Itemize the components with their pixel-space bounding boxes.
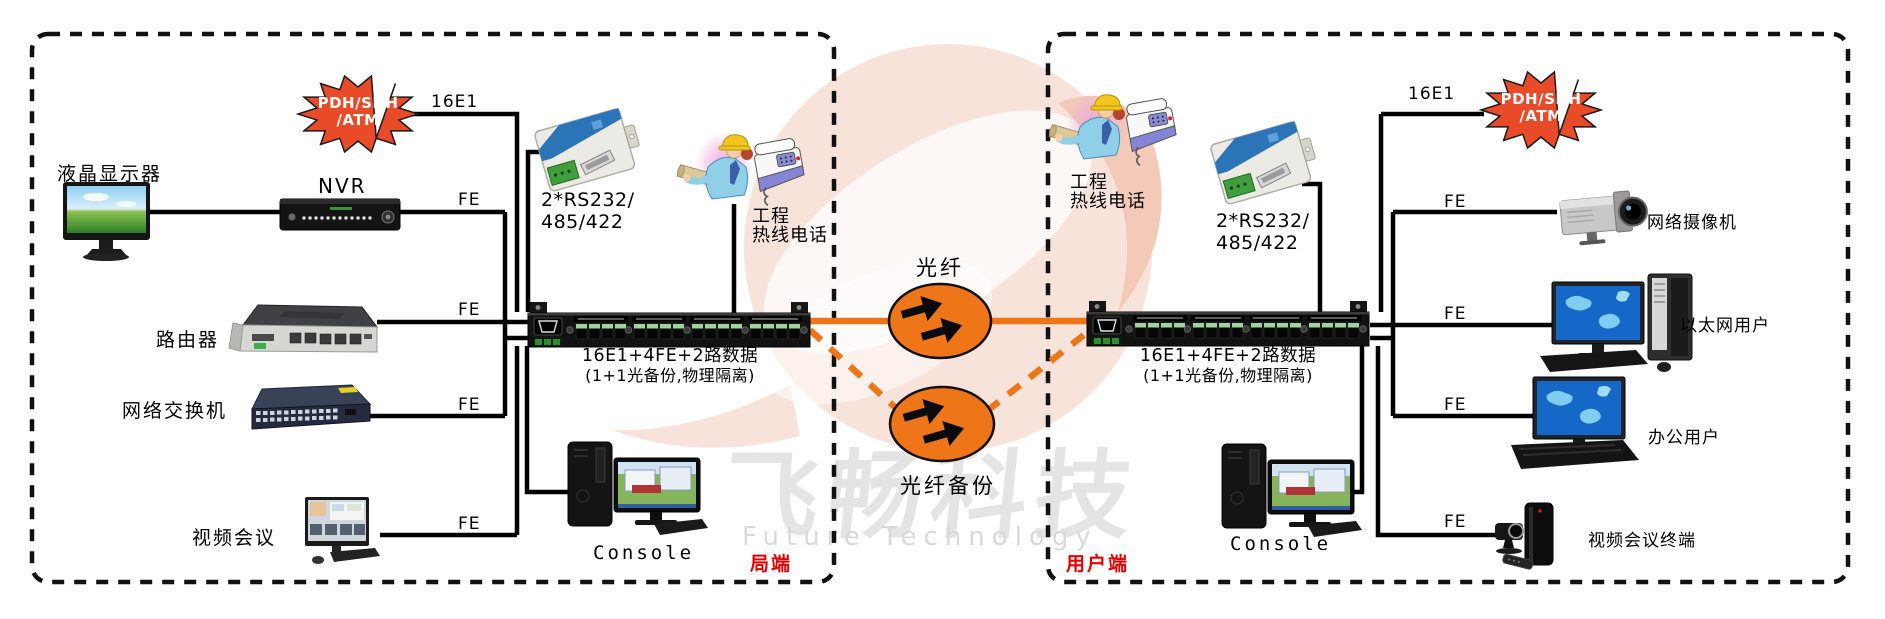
fe-label-right-4: FE: [1444, 512, 1467, 532]
region-label-right: 用户端: [1066, 553, 1130, 575]
nvr-label: NVR: [318, 174, 367, 198]
mux-device-left: [528, 302, 810, 347]
region-label-left: 局端: [750, 553, 793, 575]
lcd-monitor-device: [63, 182, 150, 261]
watermark-en-text: Future Technology: [742, 522, 1098, 552]
pdh-badge-right: PDH/SDH /ATM: [1476, 91, 1606, 125]
right-wires: [1302, 111, 1557, 538]
switch-label: 网络交换机: [122, 400, 228, 422]
serial-label-right: 2*RS232/ 485/422: [1216, 210, 1310, 254]
ethernet-user-label: 以太网用户: [1680, 316, 1770, 336]
hotline-label-left-line2: 热线电话: [752, 225, 828, 246]
nvr-device: [279, 198, 401, 231]
left-region-box: [29, 31, 837, 585]
fiber-backup-line-left: [807, 327, 900, 412]
ethernet-user-pc: [1540, 273, 1693, 372]
pdh-badge-right-line2: /ATM: [1519, 107, 1563, 125]
fiber-links: [807, 282, 1092, 463]
mux-label-left: 16E1+4FE+2路数据 (1+1光备份,物理隔离): [550, 346, 790, 386]
mux-label-right: 16E1+4FE+2路数据 (1+1光备份,物理隔离): [1108, 346, 1348, 386]
hotline-label-left-line1: 工程: [752, 206, 790, 227]
fe-label-left-1: FE: [458, 190, 481, 210]
console-label-right: Console: [1230, 533, 1332, 555]
fiber-primary-label: 光纤: [916, 256, 964, 280]
fe-label-left-3: FE: [458, 395, 481, 415]
trunk-label-left: 16E1: [431, 92, 479, 112]
camera-label: 网络摄像机: [1647, 213, 1737, 233]
vc-terminal-device: [1495, 502, 1554, 570]
office-user-pc: [1511, 376, 1639, 469]
hotline-label-left: 工程 热线电话: [752, 207, 828, 245]
serial-label-left-line2: 485/422: [541, 211, 624, 233]
serial-label-right-line2: 485/422: [1216, 232, 1299, 254]
switch-device: [251, 384, 372, 430]
vc-terminal-label: 视频会议终端: [1588, 531, 1696, 551]
router-label: 路由器: [156, 329, 220, 351]
serial-label-right-line1: 2*RS232/: [1216, 210, 1310, 232]
serial-converter-right: [1209, 117, 1322, 206]
mux-label-right-line2: (1+1光备份,物理隔离): [1143, 366, 1313, 385]
mux-label-left-line1: 16E1+4FE+2路数据: [581, 346, 759, 366]
pdh-badge-right-line1: PDH/SDH: [1500, 90, 1582, 108]
serial-label-left-line1: 2*RS232/: [541, 189, 635, 211]
hotline-label-right-line1: 工程: [1070, 172, 1108, 193]
router-device: [228, 304, 379, 353]
video-conference-pc: [305, 497, 380, 564]
hotline-operator-left: [676, 131, 808, 206]
fe-label-right-1: FE: [1444, 192, 1467, 212]
fe-label-left-4: FE: [458, 514, 481, 534]
trunk-label-right: 16E1: [1408, 84, 1456, 104]
mux-device-right: [1087, 301, 1369, 346]
fe-label-right-2: FE: [1444, 304, 1467, 324]
hotline-label-right-line2: 热线电话: [1070, 191, 1146, 212]
fiber-backup-label: 光纤备份: [900, 474, 996, 498]
office-user-label: 办公用户: [1648, 428, 1720, 448]
pdh-badge-left-line2: /ATM: [336, 111, 380, 129]
hotline-label-right: 工程 热线电话: [1070, 173, 1146, 211]
fe-label-left-2: FE: [458, 300, 481, 320]
console-pc-right: [1221, 443, 1363, 538]
pdh-badge-left: PDH/SDH /ATM: [293, 95, 423, 129]
fe-label-right-3: FE: [1444, 395, 1467, 415]
pdh-badge-left-line1: PDH/SDH: [317, 94, 399, 112]
console-label-left: Console: [593, 542, 695, 564]
fiber-backup-line-right: [984, 328, 1092, 414]
video-conference-label: 视频会议: [192, 527, 277, 549]
fiber-primary-node: [887, 282, 993, 360]
console-pc-left: [567, 441, 709, 536]
ip-camera-device: [1559, 190, 1648, 246]
right-region-box: [1045, 31, 1851, 585]
serial-label-left: 2*RS232/ 485/422: [541, 189, 635, 233]
hotline-operator-right: [1048, 91, 1180, 166]
serial-converter-left: [533, 104, 646, 193]
fiber-backup-node: [888, 385, 996, 463]
mux-label-right-line1: 16E1+4FE+2路数据: [1139, 346, 1317, 366]
monitor-label: 液晶显示器: [57, 163, 163, 185]
mux-label-left-line2: (1+1光备份,物理隔离): [585, 366, 755, 385]
